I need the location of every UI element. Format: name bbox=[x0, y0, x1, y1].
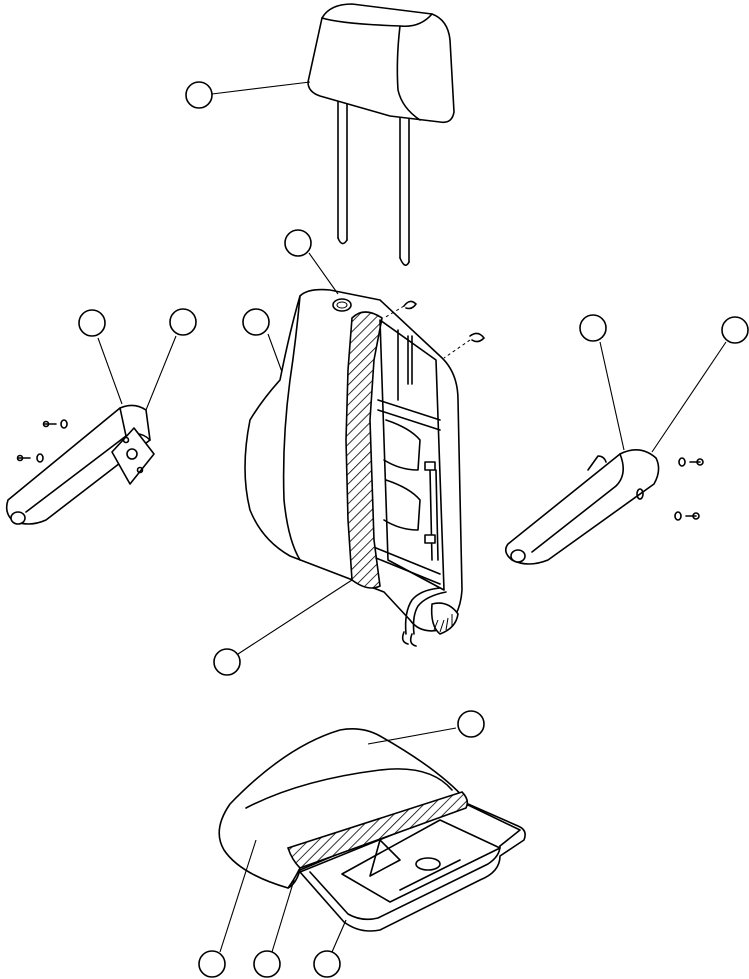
seat-cushion-icon bbox=[218, 728, 526, 932]
callout-c2 bbox=[284, 229, 312, 257]
headrest-icon bbox=[307, 3, 455, 266]
callout-c3 bbox=[242, 308, 270, 336]
callout-c9 bbox=[457, 710, 485, 738]
armrest-right-icon bbox=[504, 449, 704, 565]
callout-c4 bbox=[78, 309, 106, 337]
armrest-left-icon bbox=[5, 404, 155, 525]
callout-c1 bbox=[185, 81, 213, 109]
callout-c12 bbox=[313, 950, 341, 978]
leader-lines bbox=[97, 81, 727, 953]
callout-c6 bbox=[579, 314, 607, 342]
callout-c8 bbox=[213, 648, 241, 676]
callout-c7 bbox=[721, 316, 749, 344]
callout-c5 bbox=[169, 308, 197, 336]
callout-c10 bbox=[198, 950, 226, 978]
seat-back-icon bbox=[244, 288, 485, 647]
callout-c11 bbox=[253, 950, 281, 978]
